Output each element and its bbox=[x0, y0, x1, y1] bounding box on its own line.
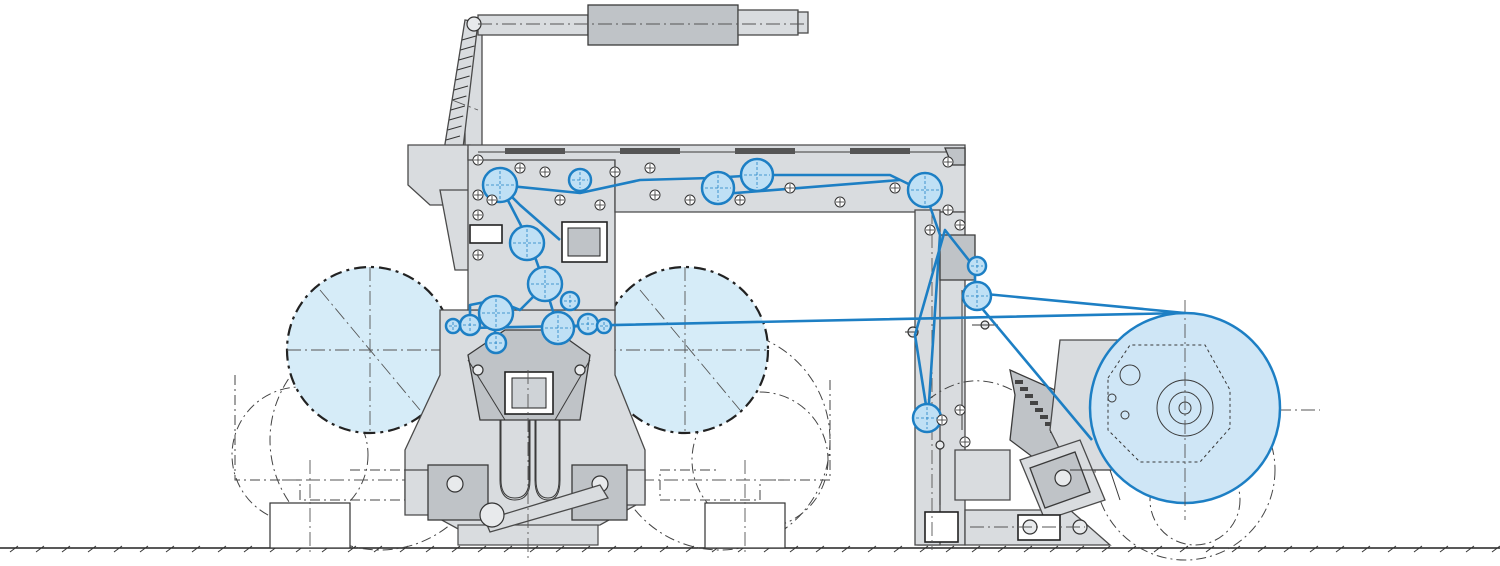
vertical-tower bbox=[905, 209, 1061, 550]
overhead-crane-beam bbox=[439, 4, 809, 192]
unwind-roll-left bbox=[285, 265, 455, 435]
roller-centerlines bbox=[449, 162, 988, 429]
left-pedestal bbox=[269, 460, 351, 556]
right-pedestal bbox=[704, 460, 786, 556]
rewind-roll bbox=[1088, 300, 1282, 520]
idler-rollers bbox=[472, 154, 971, 448]
unwind-stand bbox=[404, 309, 646, 560]
unwind-roll-right bbox=[600, 265, 770, 435]
